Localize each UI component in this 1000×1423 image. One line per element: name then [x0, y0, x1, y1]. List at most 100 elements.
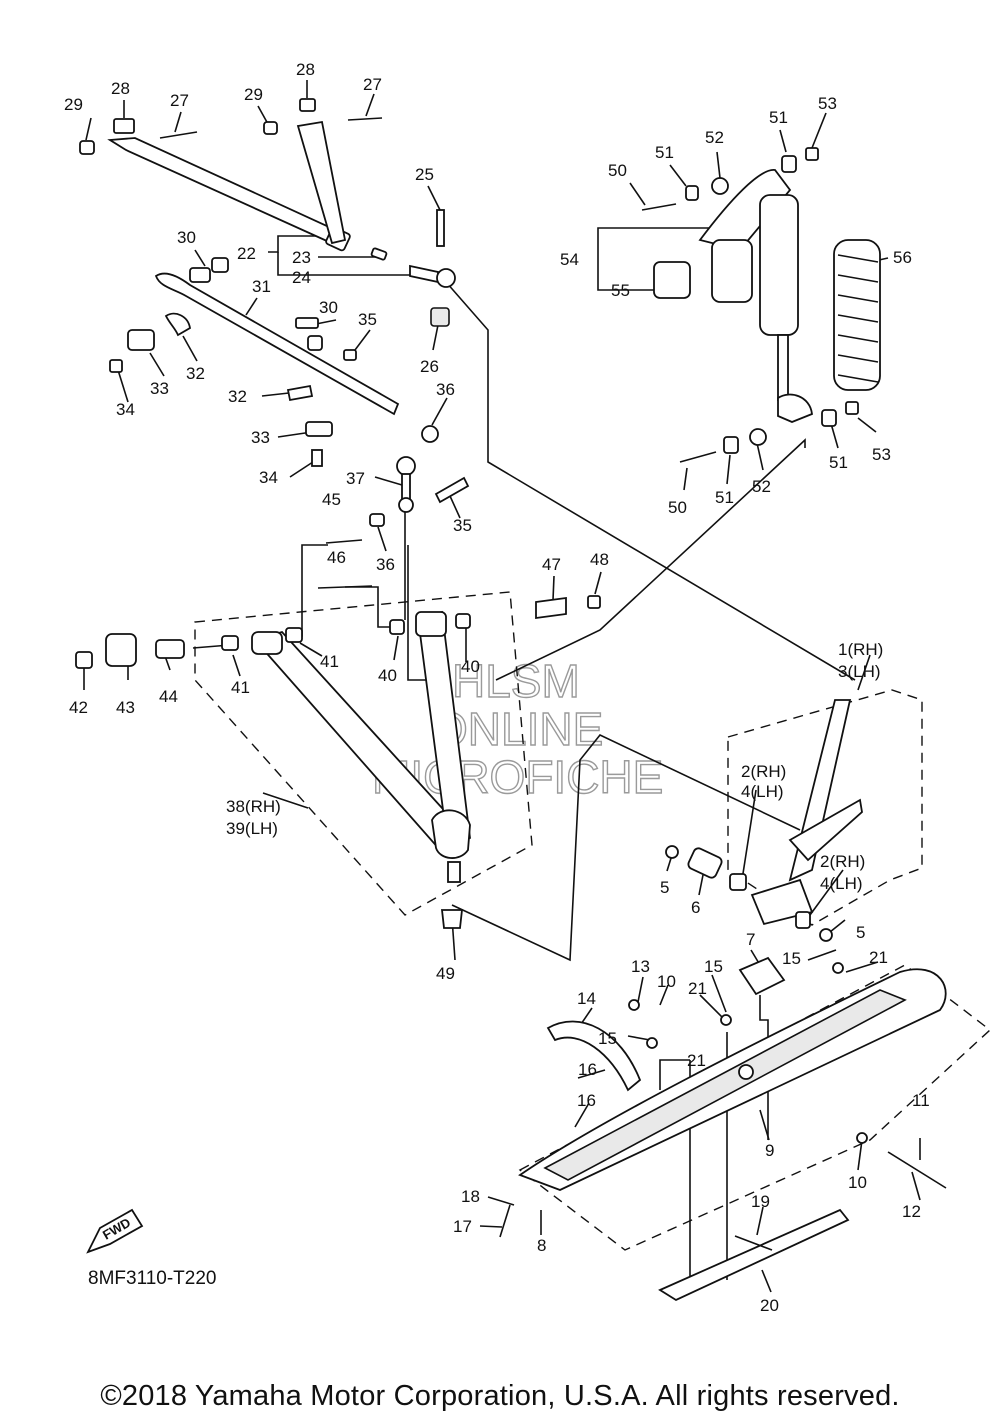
label-40b: 40: [461, 657, 480, 676]
label-43: 43: [116, 698, 135, 717]
label-26: 26: [420, 357, 439, 376]
fwd-badge: FWD: [86, 1208, 144, 1254]
label-35a: 35: [358, 310, 377, 329]
label-27b: 27: [363, 75, 382, 94]
label-14: 14: [577, 989, 596, 1008]
label-10b: 10: [848, 1173, 867, 1192]
label-31: 31: [252, 277, 271, 296]
stabilizer-link: [369, 456, 470, 527]
label-38rh: 38(RH): [226, 797, 281, 816]
label-55: 55: [611, 281, 630, 300]
label-51d: 51: [829, 453, 848, 472]
watermark-line2: ONLINE: [432, 703, 603, 755]
leader-lines: [83, 80, 921, 1293]
label-33a: 33: [150, 379, 169, 398]
label-53b: 53: [872, 445, 891, 464]
label-11: 11: [912, 1091, 930, 1110]
watermark-line1: HLSM: [452, 655, 580, 707]
ski-outline: [518, 964, 992, 1251]
label-22: 22: [237, 244, 256, 263]
label-34b: 34: [259, 468, 278, 487]
label-16b: 16: [577, 1091, 596, 1110]
label-32a: 32: [186, 364, 205, 383]
label-6: 6: [691, 898, 700, 917]
label-17: 17: [453, 1217, 472, 1236]
a-arm-outline: [194, 591, 533, 916]
label-29b: 29: [244, 85, 263, 104]
ski: [499, 956, 947, 1302]
label-10a: 10: [657, 972, 676, 991]
label-49: 49: [436, 964, 455, 983]
label-28a: 28: [111, 79, 130, 98]
label-12: 12: [902, 1202, 921, 1221]
label-5a: 5: [660, 878, 669, 897]
label-35b: 35: [453, 516, 472, 535]
label-33b: 33: [251, 428, 270, 447]
label-13: 13: [631, 957, 650, 976]
label-7: 7: [746, 930, 755, 949]
label-2rh-b: 2(RH): [820, 852, 865, 871]
label-2rh-a: 2(RH): [741, 762, 786, 781]
label-48: 48: [590, 550, 609, 569]
label-52b: 52: [752, 477, 771, 496]
label-19: 19: [751, 1192, 770, 1211]
label-9: 9: [765, 1141, 774, 1160]
tie-rod-right: [263, 98, 456, 327]
label-23: 23: [292, 248, 311, 267]
label-8: 8: [537, 1236, 546, 1255]
label-4lh-b: 4(LH): [820, 874, 863, 893]
label-1rh: 1(RH): [838, 640, 883, 659]
label-15a: 15: [704, 957, 723, 976]
stabilizer-bar: [109, 257, 439, 467]
label-30a: 30: [177, 228, 196, 247]
label-20: 20: [760, 1296, 779, 1315]
label-4lh-a: 4(LH): [741, 782, 784, 801]
label-36b: 36: [376, 555, 395, 574]
callout-labels: 1(RH) 3(LH) 2(RH) 4(LH) 2(RH) 4(LH) 5 5 …: [64, 60, 930, 1315]
label-18: 18: [461, 1187, 480, 1206]
label-39lh: 39(LH): [226, 819, 278, 838]
copyright-notice: ©2018 Yamaha Motor Corporation, U.S.A. A…: [100, 1380, 900, 1412]
label-3lh: 3(LH): [838, 662, 881, 681]
label-50b: 50: [668, 498, 687, 517]
watermark: HLSM ONLINE MICROFICHE: [371, 654, 664, 803]
label-41a: 41: [231, 678, 250, 697]
label-37: 37: [346, 469, 365, 488]
label-21a: 21: [688, 979, 707, 998]
label-15c: 15: [782, 949, 801, 968]
shock-absorber: [641, 147, 881, 463]
diagram-code: 8MF3110-T220: [88, 1268, 217, 1289]
label-52a: 52: [705, 128, 724, 147]
label-24: 24: [292, 268, 311, 287]
lower-a-arm: [75, 539, 601, 929]
ski-spindle: [665, 699, 863, 942]
label-34a: 34: [116, 400, 135, 419]
label-51b: 51: [769, 108, 788, 127]
label-53a: 53: [818, 94, 837, 113]
label-16a: 16: [578, 1060, 597, 1079]
label-56: 56: [893, 248, 912, 267]
label-32b: 32: [228, 387, 247, 406]
label-42: 42: [69, 698, 88, 717]
label-21c: 21: [869, 948, 888, 967]
label-36a: 36: [436, 380, 455, 399]
label-51c: 51: [715, 488, 734, 507]
label-29a: 29: [64, 95, 83, 114]
label-44: 44: [159, 687, 178, 706]
label-30b: 30: [319, 298, 338, 317]
label-46: 46: [327, 548, 346, 567]
parts-artwork: FWD: [75, 98, 947, 1302]
label-45: 45: [322, 490, 341, 509]
label-25: 25: [415, 165, 434, 184]
label-40a: 40: [378, 666, 397, 685]
label-28b: 28: [296, 60, 315, 79]
label-47: 47: [542, 555, 561, 574]
label-27a: 27: [170, 91, 189, 110]
label-54: 54: [560, 250, 579, 269]
label-51a: 51: [655, 143, 674, 162]
label-5b: 5: [856, 923, 865, 942]
label-15b: 15: [598, 1029, 617, 1048]
label-41b: 41: [320, 652, 339, 671]
label-21b: 21: [687, 1051, 706, 1070]
